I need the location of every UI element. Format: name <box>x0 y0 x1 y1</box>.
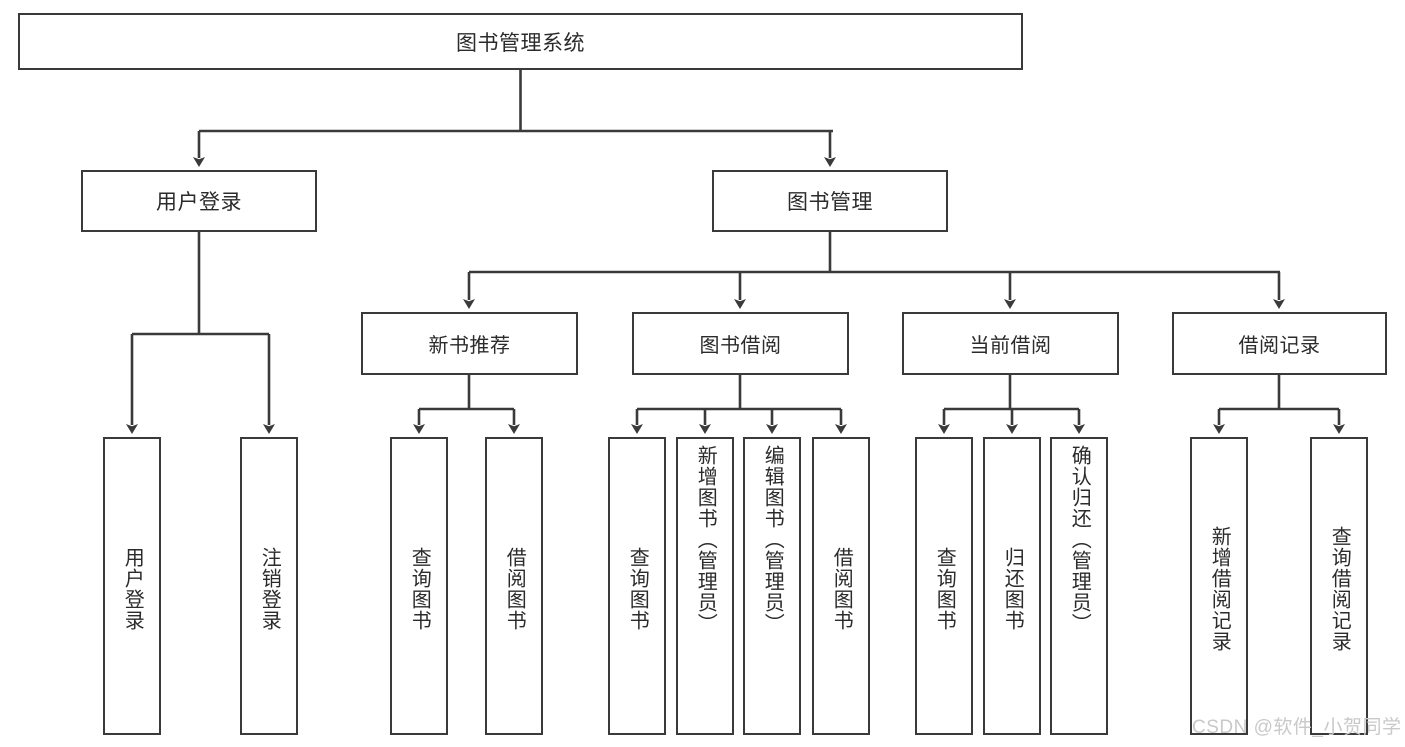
node-leaf-query-book-2-label: 查询图书 <box>626 547 649 631</box>
node-user-login-label: 用户登录 <box>156 191 242 214</box>
node-root-label: 图书管理系统 <box>456 31 585 55</box>
node-root[interactable]: 图书管理系统 <box>18 13 1023 70</box>
node-leaf-query-book-1[interactable]: 查询图书 <box>390 437 448 735</box>
node-leaf-query-book-2[interactable]: 查询图书 <box>608 437 666 735</box>
node-leaf-return-book-label: 归还图书 <box>1001 547 1024 631</box>
node-book-borrow[interactable]: 图书借阅 <box>632 312 849 375</box>
node-leaf-edit-book[interactable]: 编辑图书（管理员） <box>743 437 801 735</box>
node-book-manage[interactable]: 图书管理 <box>712 170 948 232</box>
node-leaf-edit-book-label: 编辑图书（管理员） <box>761 445 784 634</box>
node-leaf-confirm-return-label: 确认归还（管理员） <box>1068 445 1091 634</box>
node-leaf-return-book[interactable]: 归还图书 <box>983 437 1041 735</box>
node-leaf-query-record[interactable]: 查询借阅记录 <box>1310 437 1368 735</box>
node-leaf-confirm-return[interactable]: 确认归还（管理员） <box>1050 437 1108 735</box>
node-leaf-query-book-3-label: 查询图书 <box>933 547 956 631</box>
node-book-borrow-label: 图书借阅 <box>699 335 782 357</box>
node-book-manage-label: 图书管理 <box>787 191 873 214</box>
node-leaf-logout[interactable]: 注销登录 <box>240 437 298 735</box>
node-current-loan-label: 当前借阅 <box>969 335 1052 357</box>
node-leaf-add-record[interactable]: 新增借阅记录 <box>1190 437 1248 735</box>
node-leaf-query-book-3[interactable]: 查询图书 <box>915 437 973 735</box>
node-leaf-add-record-label: 新增借阅记录 <box>1208 526 1231 652</box>
node-leaf-add-book-label: 新增图书（管理员） <box>694 445 717 634</box>
node-current-loan[interactable]: 当前借阅 <box>902 312 1119 375</box>
node-leaf-borrow-book-2-label: 借阅图书 <box>830 547 853 631</box>
node-new-book-rec[interactable]: 新书推荐 <box>361 312 578 375</box>
node-user-login[interactable]: 用户登录 <box>81 170 317 232</box>
node-leaf-add-book[interactable]: 新增图书（管理员） <box>676 437 734 735</box>
node-leaf-user-login[interactable]: 用户登录 <box>103 437 161 735</box>
node-leaf-query-record-label: 查询借阅记录 <box>1328 526 1351 652</box>
node-loan-record[interactable]: 借阅记录 <box>1172 312 1387 375</box>
node-leaf-borrow-book-2[interactable]: 借阅图书 <box>812 437 870 735</box>
node-leaf-user-login-label: 用户登录 <box>121 547 144 631</box>
node-leaf-borrow-book-1-label: 借阅图书 <box>503 547 526 631</box>
node-leaf-borrow-book-1[interactable]: 借阅图书 <box>485 437 543 735</box>
node-loan-record-label: 借阅记录 <box>1238 335 1321 357</box>
node-leaf-query-book-1-label: 查询图书 <box>408 547 431 631</box>
node-new-book-rec-label: 新书推荐 <box>428 335 511 357</box>
node-leaf-logout-label: 注销登录 <box>258 547 281 631</box>
